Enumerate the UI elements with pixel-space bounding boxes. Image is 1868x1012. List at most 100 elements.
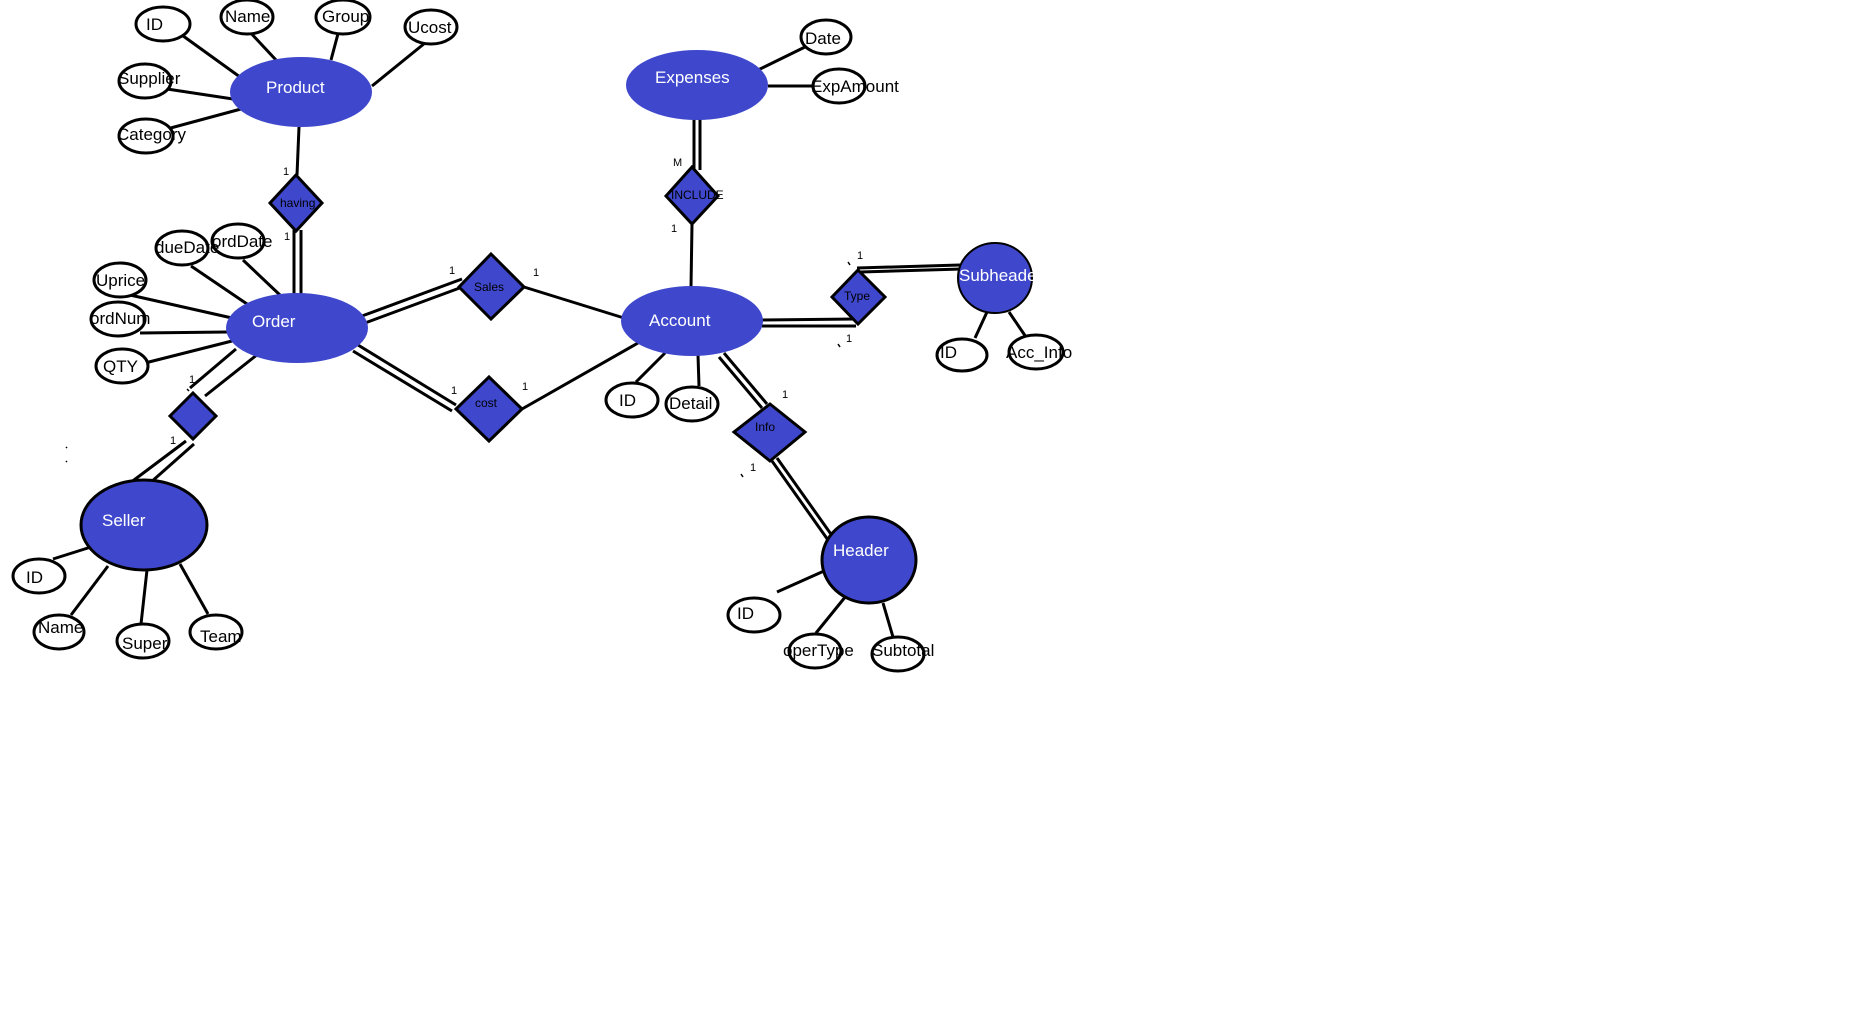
attr-product-id-label: ID bbox=[146, 15, 163, 34]
rel-order-seller[interactable] bbox=[167, 390, 219, 442]
attr-product-supplier-label: Supplier bbox=[118, 69, 181, 88]
attr-header-opertype[interactable] bbox=[787, 632, 843, 670]
attr-product-group[interactable] bbox=[314, 0, 372, 36]
attr-seller-id[interactable] bbox=[11, 557, 67, 595]
attr-subheader-id-label: ID bbox=[940, 343, 957, 362]
line-product-ucost bbox=[371, 41, 426, 88]
line-include-account bbox=[689, 223, 694, 288]
rel-info-label: Info bbox=[755, 420, 775, 434]
attr-order-orddate[interactable] bbox=[210, 222, 266, 260]
attr-header-id[interactable] bbox=[726, 596, 782, 634]
card-having-product: 1 bbox=[283, 166, 289, 178]
attr-order-duedate-label: dueDate bbox=[155, 238, 219, 257]
attr-seller-super[interactable] bbox=[115, 622, 171, 660]
entity-labels: Product Expenses Order Account Subheader… bbox=[102, 68, 1043, 560]
line-header-subtotal bbox=[881, 602, 895, 638]
line-order-uprice bbox=[129, 293, 233, 320]
attr-seller-id-label: ID bbox=[26, 568, 43, 587]
attr-account-detail[interactable] bbox=[664, 385, 720, 423]
attr-header-opertype-label: operType bbox=[783, 641, 854, 660]
attr-subheader-accinfo-label: Acc_Info bbox=[1006, 343, 1072, 362]
entity-header-label: Header bbox=[833, 541, 889, 560]
attr-product-supplier[interactable] bbox=[117, 62, 173, 100]
rel-info[interactable] bbox=[731, 402, 808, 463]
card-type-subheader: 1 bbox=[857, 250, 863, 262]
attr-product-name[interactable] bbox=[219, 0, 275, 36]
entity-product[interactable] bbox=[230, 57, 372, 127]
line-order-sales-a bbox=[361, 277, 463, 318]
attr-product-category[interactable] bbox=[117, 117, 175, 155]
rel-include-label: INCLUDE bbox=[671, 188, 724, 202]
line-sellerrel-seller-a bbox=[129, 439, 187, 485]
card-sales-order: 1 bbox=[449, 265, 455, 277]
tick-mark bbox=[65, 446, 68, 449]
entity-product-label: Product bbox=[266, 78, 325, 97]
rel-having[interactable] bbox=[267, 172, 325, 234]
entity-expenses[interactable] bbox=[626, 50, 768, 120]
line-sales-account bbox=[523, 285, 625, 320]
line-order-qty bbox=[144, 339, 233, 365]
line-type-subheader-b bbox=[860, 267, 963, 274]
attr-seller-team[interactable] bbox=[188, 613, 244, 651]
line-seller-super bbox=[139, 569, 149, 625]
attr-expenses-date[interactable] bbox=[799, 18, 853, 56]
rel-include[interactable] bbox=[663, 164, 721, 227]
line-subheader-accinfo bbox=[1007, 311, 1028, 338]
tick-mark bbox=[186, 388, 190, 392]
entity-order-label: Order bbox=[252, 312, 296, 331]
line-product-supplier bbox=[166, 87, 234, 101]
attr-product-ucost-label: Ucost bbox=[408, 18, 452, 37]
attr-product-id[interactable] bbox=[134, 5, 192, 43]
rel-sales[interactable] bbox=[456, 251, 527, 322]
attr-seller-name[interactable] bbox=[32, 613, 86, 651]
attr-product-category-label: Category bbox=[117, 125, 186, 144]
attr-product-ucost[interactable] bbox=[403, 8, 459, 46]
attr-account-id[interactable] bbox=[604, 381, 660, 419]
attr-order-orddate-label: ordDate bbox=[212, 232, 272, 251]
entity-account[interactable] bbox=[621, 286, 763, 356]
tick-mark bbox=[740, 473, 744, 478]
rel-sales-label: Sales bbox=[474, 280, 504, 294]
line-seller-team bbox=[178, 563, 210, 615]
rel-type[interactable] bbox=[829, 267, 888, 327]
entity-subheader[interactable] bbox=[957, 242, 1033, 314]
entity-seller-label: Seller bbox=[102, 511, 146, 530]
rel-cost[interactable] bbox=[453, 374, 525, 444]
line-order-duedate bbox=[190, 264, 251, 308]
attr-expenses-amount[interactable] bbox=[811, 67, 867, 105]
attr-seller-super-label: Super bbox=[122, 634, 168, 653]
entity-order[interactable] bbox=[226, 293, 368, 363]
card-info-header: 1 bbox=[750, 462, 756, 474]
card-orderseller-seller: 1 bbox=[170, 435, 176, 447]
stray-marks bbox=[65, 261, 851, 478]
attr-header-subtotal[interactable] bbox=[870, 635, 926, 673]
attr-subheader-accinfo[interactable] bbox=[1007, 333, 1065, 371]
line-seller-name bbox=[69, 565, 110, 616]
card-cost-order: 1 bbox=[451, 385, 457, 397]
attr-expenses-date-label: Date bbox=[805, 29, 841, 48]
entity-header[interactable] bbox=[820, 515, 918, 605]
line-order-sales-b bbox=[364, 284, 466, 325]
line-product-id bbox=[178, 31, 241, 79]
entity-expenses-label: Expenses bbox=[655, 68, 730, 87]
attr-order-qty[interactable] bbox=[94, 347, 150, 385]
attr-order-ordnum[interactable] bbox=[89, 300, 147, 338]
card-include-account: 1 bbox=[671, 223, 677, 235]
entities bbox=[79, 50, 1033, 605]
line-seller-id bbox=[52, 545, 92, 561]
line-subheader-id bbox=[973, 311, 989, 339]
attr-subheader-id[interactable] bbox=[935, 337, 989, 373]
attr-order-duedate[interactable] bbox=[154, 229, 210, 267]
line-order-orddate bbox=[241, 258, 283, 298]
card-include-expenses: M bbox=[673, 157, 682, 169]
attr-seller-team-label: Team bbox=[200, 627, 242, 646]
relationship-labels: having INCLUDE Sales cost Type Info bbox=[280, 188, 870, 434]
rel-type-label: Type bbox=[844, 289, 870, 303]
line-product-category bbox=[166, 107, 242, 131]
cardinality-labels: 1 1 M 1 1 1 1 1 1 1 1 1 1 1 bbox=[170, 157, 863, 474]
attr-order-uprice[interactable] bbox=[92, 261, 148, 299]
rel-cost-label: cost bbox=[475, 396, 498, 410]
tick-mark bbox=[847, 261, 851, 266]
card-type-account: 1 bbox=[846, 333, 852, 345]
entity-seller[interactable] bbox=[79, 478, 209, 572]
